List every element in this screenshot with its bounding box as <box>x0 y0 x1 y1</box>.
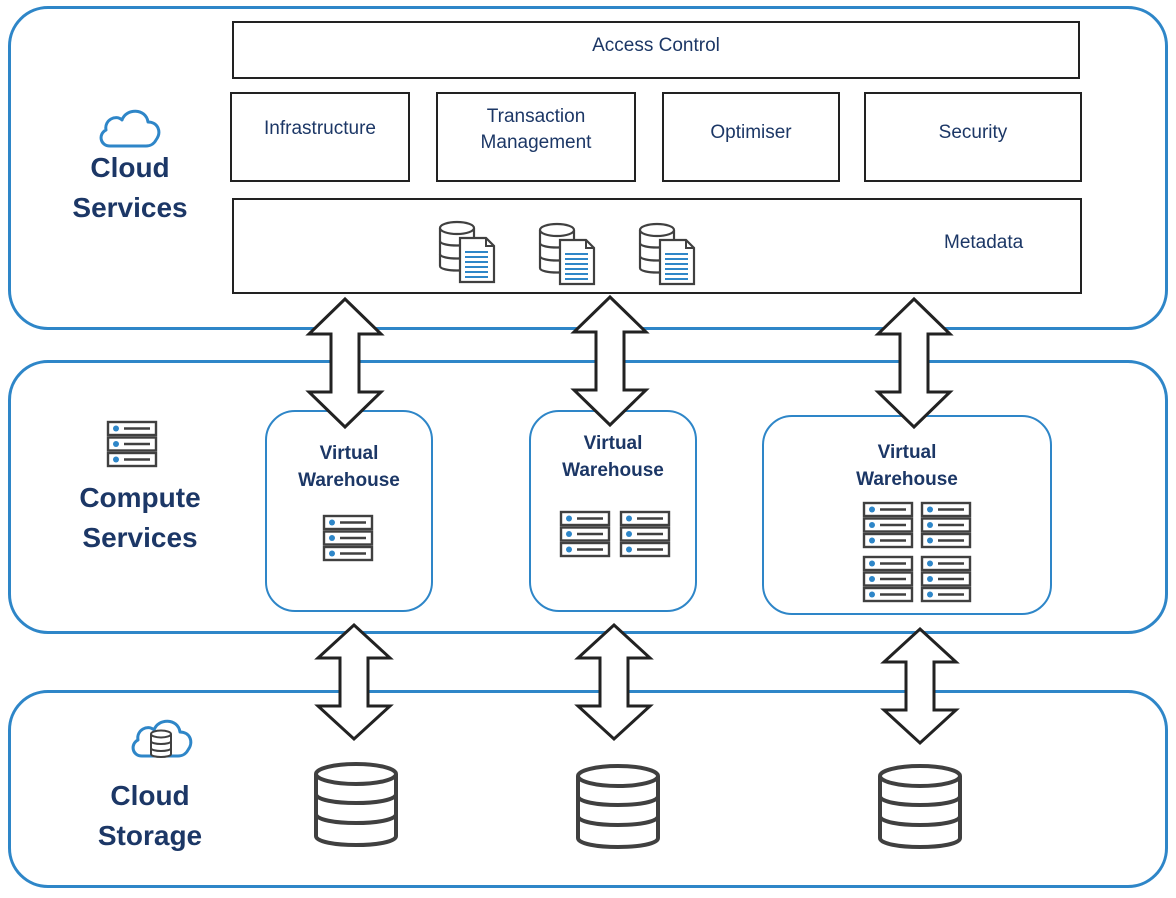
access-control-box: Access Control <box>232 21 1080 79</box>
warehouse-1-title-line2: Warehouse <box>298 470 400 491</box>
server-icon <box>862 501 914 549</box>
server-icon <box>862 555 914 603</box>
optimiser-box: Optimiser <box>662 92 840 182</box>
double-arrow-services-compute-3 <box>874 296 954 430</box>
compute-services-label-line2: Services <box>82 522 198 553</box>
metadata-icons <box>438 220 696 286</box>
transaction-label-line1: Transaction <box>486 106 586 127</box>
cloud-storage-label-line1: Cloud <box>110 780 190 811</box>
storage-database-icon <box>878 764 962 849</box>
cloud-storage-label: Cloud Storage <box>70 776 230 856</box>
cloud-storage-label-line2: Storage <box>97 820 203 851</box>
database-document-icon <box>638 222 696 286</box>
metadata-label: Metadata <box>944 232 1024 253</box>
double-arrow-services-compute-1 <box>305 296 385 430</box>
access-control-label: Access Control <box>592 35 720 56</box>
security-label: Security <box>938 122 1008 143</box>
virtual-warehouse-1: Virtual Warehouse <box>265 410 433 612</box>
server-icon <box>920 555 972 603</box>
warehouse-3-title-line2: Warehouse <box>856 469 958 490</box>
double-arrow-compute-storage-2 <box>574 622 654 742</box>
virtual-warehouse-2: Virtual Warehouse <box>529 410 697 612</box>
virtual-warehouse-3: Virtual Warehouse <box>762 415 1052 615</box>
server-icon <box>619 510 671 558</box>
double-arrow-compute-storage-1 <box>314 622 394 742</box>
cloud-services-label-line1: Cloud <box>90 152 170 183</box>
warehouse-3-title-line1: Virtual <box>877 442 937 463</box>
compute-services-label: Compute Services <box>50 478 230 558</box>
cloud-services-label: Cloud Services <box>50 148 210 228</box>
cloud-services-label-line2: Services <box>72 192 188 223</box>
double-arrow-services-compute-2 <box>570 294 650 428</box>
cloud-database-icon <box>131 719 193 758</box>
transaction-label-line2: Management <box>480 131 592 153</box>
warehouse-2-title-line1: Virtual <box>583 433 643 454</box>
server-icon <box>106 420 158 468</box>
security-box: Security <box>864 92 1082 182</box>
cloud-services-icon-wrap <box>94 102 164 152</box>
server-icon <box>559 510 611 558</box>
optimiser-label: Optimiser <box>710 122 792 143</box>
server-icon <box>920 501 972 549</box>
server-icon <box>322 514 374 562</box>
storage-database-icon <box>576 764 660 849</box>
database-document-icon <box>438 220 496 284</box>
warehouse-1-title-line1: Virtual <box>319 443 379 464</box>
database-document-icon <box>538 222 596 286</box>
double-arrow-compute-storage-3 <box>880 626 960 746</box>
compute-services-label-line1: Compute <box>79 482 201 513</box>
cloud-icon <box>99 109 161 148</box>
infrastructure-box: Infrastructure <box>230 92 410 182</box>
transaction-management-box: Transaction Management <box>436 92 636 182</box>
storage-database-icon <box>314 762 398 847</box>
infrastructure-label: Infrastructure <box>264 118 376 139</box>
warehouse-2-title-line2: Warehouse <box>562 460 664 481</box>
